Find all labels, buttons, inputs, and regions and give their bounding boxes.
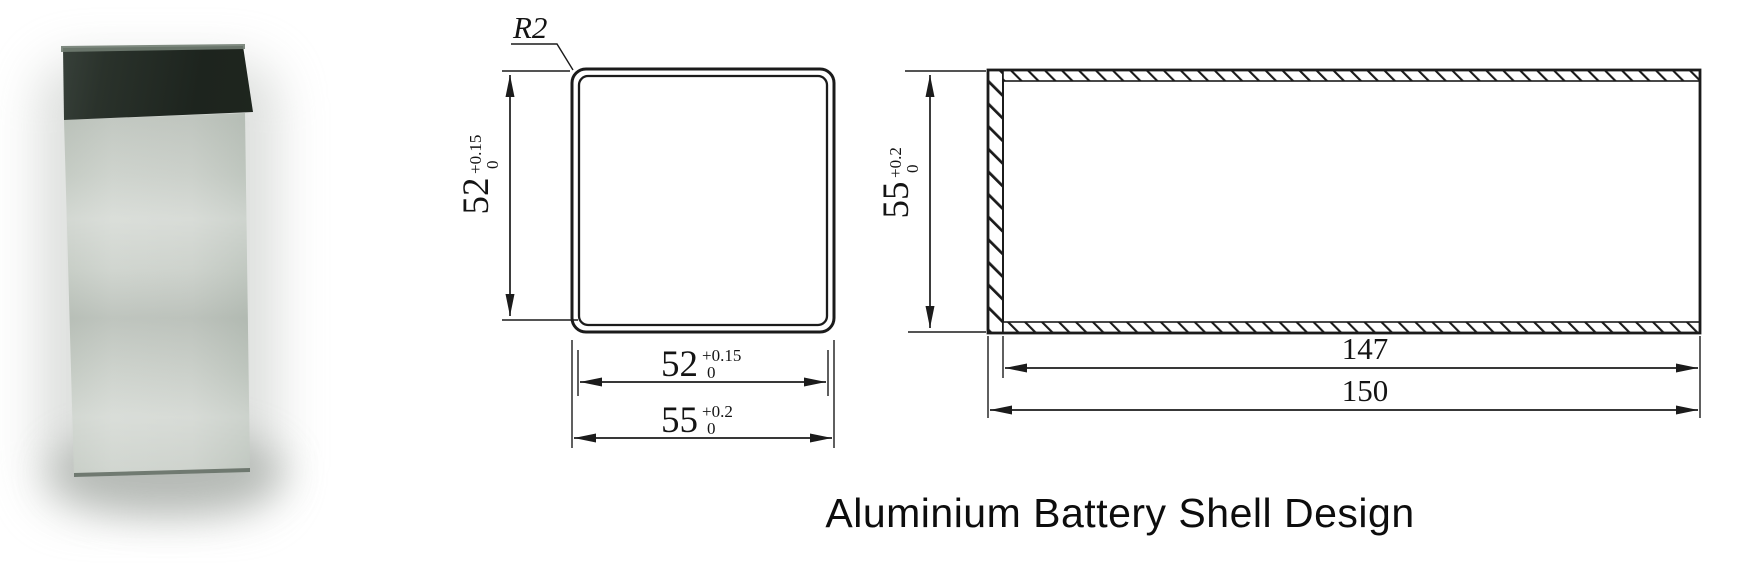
- dim-tol-lower: 0: [707, 363, 716, 382]
- dim-value: 55: [661, 400, 698, 441]
- dim-value: 52: [456, 178, 497, 215]
- corner-radius-label: R2: [512, 10, 547, 45]
- dim-inner-length: 147: [1002, 331, 1698, 378]
- shell-open-top: [63, 46, 253, 120]
- dimension-label: 52 +0.15 0: [661, 344, 741, 385]
- cross-section-outer-outline: [570, 67, 836, 334]
- dimension-label: 55 +0.2 0: [661, 400, 733, 441]
- shell-top-rim: [61, 44, 245, 52]
- dim-tol-lower: 0: [707, 419, 716, 438]
- shell-bottom-edge: [74, 468, 250, 477]
- side-section-view: 55 +0.2 0 147 150: [876, 68, 1702, 418]
- dim-outer-width: 55 +0.2 0: [571, 340, 835, 448]
- dim-outer-length: 150: [987, 336, 1701, 418]
- shell-front-face: [64, 113, 250, 477]
- drawing-title: Aluminium Battery Shell Design: [825, 490, 1415, 536]
- dim-value: 52: [661, 344, 698, 385]
- top-wall-section: [1002, 69, 1701, 82]
- dim-tol-upper: +0.2: [886, 147, 905, 178]
- battery-shell-photo: [20, 10, 350, 560]
- dimension-label: 52 +0.15 0: [456, 135, 502, 215]
- dim-value: 147: [1342, 331, 1389, 366]
- left-wall-section: [987, 69, 1004, 334]
- corner-radius-callout: R2: [511, 10, 574, 71]
- dim-inner-width: 52 +0.15 0: [577, 344, 829, 396]
- dim-value: 150: [1342, 373, 1389, 408]
- dim-tol-lower: 0: [483, 161, 502, 170]
- dim-tol-upper: +0.15: [702, 346, 741, 365]
- dim-height: 55 +0.2 0: [876, 70, 986, 333]
- technical-drawing-svg: R2 52 +0.15 0: [456, 10, 1702, 448]
- dim-inner-height: 52 +0.15 0: [456, 70, 578, 321]
- cross-section-inner-outline: [577, 74, 829, 327]
- dim-value: 55: [876, 182, 917, 219]
- dim-tol-lower: 0: [903, 165, 922, 174]
- cross-section-view: R2 52 +0.15 0: [456, 10, 836, 448]
- radius-leader-line: [511, 43, 574, 71]
- dim-tol-upper: +0.15: [466, 135, 485, 174]
- dimension-label: 55 +0.2 0: [876, 147, 922, 218]
- dim-tol-upper: +0.2: [702, 402, 733, 421]
- side-view-outer-outline: [986, 68, 1702, 335]
